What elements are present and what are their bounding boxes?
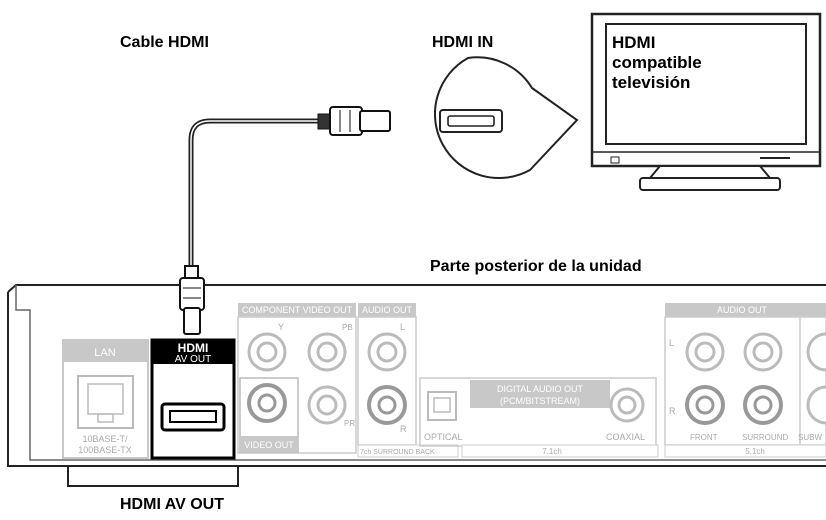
front-label: FRONT	[690, 433, 718, 442]
pb-label: PB	[342, 323, 353, 332]
audio-out-left-label: AUDIO OUT	[362, 305, 413, 315]
av-out-label: AV OUT	[175, 354, 211, 365]
lan-section: LAN 10BASE-T/ 100BASE-TX	[62, 339, 149, 459]
rear-panel-label: Parte posterior de la unidad	[430, 258, 642, 275]
pr-label: PR	[344, 419, 355, 428]
digital-audio-out-label-2: (PCM/BITSTREAM)	[500, 396, 580, 406]
jack-subwoofer-partial	[806, 332, 826, 372]
jack-surround-r	[743, 385, 783, 425]
cable-plug-top	[317, 106, 391, 136]
rear-panel: LAN 10BASE-T/ 100BASE-TX HDMI AV OUT COM…	[7, 265, 826, 487]
jack-coaxial	[609, 387, 645, 423]
audio-out-right-label: AUDIO OUT	[717, 305, 768, 315]
hdmi-in-label: HDMI IN	[432, 34, 494, 51]
hdmi-av-out-section: HDMI AV OUT	[150, 338, 236, 460]
digital-audio-section: DIGITAL AUDIO OUT (PCM/BITSTREAM) OPTICA…	[419, 377, 659, 458]
digital-audio-out-label-1: DIGITAL AUDIO OUT	[497, 384, 584, 394]
jack-front-r	[685, 385, 725, 425]
subw-label: SUBW	[798, 433, 822, 442]
y-label: Y	[278, 322, 284, 332]
lan-spec-2: 100BASE-TX	[78, 445, 132, 455]
jack-audio-r	[367, 385, 407, 425]
hdmi-av-out-caption: HDMI AV OUT	[120, 496, 224, 513]
audio-out-right-section: AUDIO OUT L R FRONT SURROUND SUBW 5.1ch	[664, 303, 826, 458]
video-out-label: VIDEO OUT	[244, 440, 294, 450]
r-label: R	[400, 424, 407, 434]
television: HDMI compatible televisión	[590, 12, 822, 191]
surround-label: SURROUND	[742, 433, 788, 442]
optical-label: OPTICAL	[424, 432, 463, 442]
jack-y	[247, 332, 287, 372]
tv-label-line3: televisión	[612, 73, 690, 92]
component-video-section: COMPONENT VIDEO OUT Y PB PR VIDEO OUT	[237, 303, 357, 454]
jack-pr	[307, 385, 347, 425]
optical-port	[427, 391, 457, 421]
coaxial-label: COAXIAL	[606, 432, 645, 442]
l-label: L	[400, 322, 405, 332]
jack-front-l	[685, 332, 725, 372]
cable-hdmi-label: Cable HDMI	[120, 34, 209, 51]
cable	[188, 118, 332, 275]
hdmi-out-port	[160, 402, 226, 432]
surround-back-label: 7ch SURROUND BACK	[360, 449, 435, 456]
tv-port-callout	[434, 56, 579, 180]
r-label-right: R	[669, 406, 676, 416]
hdmi-in-port-icon	[439, 109, 503, 133]
component-video-out-label: COMPONENT VIDEO OUT	[242, 305, 353, 315]
jack-audio-l	[367, 332, 407, 372]
cable-plug-bottom	[179, 265, 205, 335]
l-label-right: L	[669, 338, 674, 348]
ch71-label: 7.1ch	[542, 447, 562, 456]
jack-pb	[307, 332, 347, 372]
lan-label: LAN	[94, 347, 115, 359]
hdmi-logo: HDMI	[178, 341, 209, 355]
tv-label-line2: compatible	[612, 53, 702, 72]
ch51-label: 5.1ch	[745, 447, 765, 456]
tv-label-line1: HDMI	[612, 33, 655, 52]
lan-spec-1: 10BASE-T/	[82, 434, 128, 444]
jack-surround-l	[743, 332, 783, 372]
hdmi-cable	[188, 118, 332, 275]
jack-video	[247, 383, 287, 423]
audio-out-left-section: AUDIO OUT L R 7ch SURROUND BACK	[357, 303, 459, 458]
